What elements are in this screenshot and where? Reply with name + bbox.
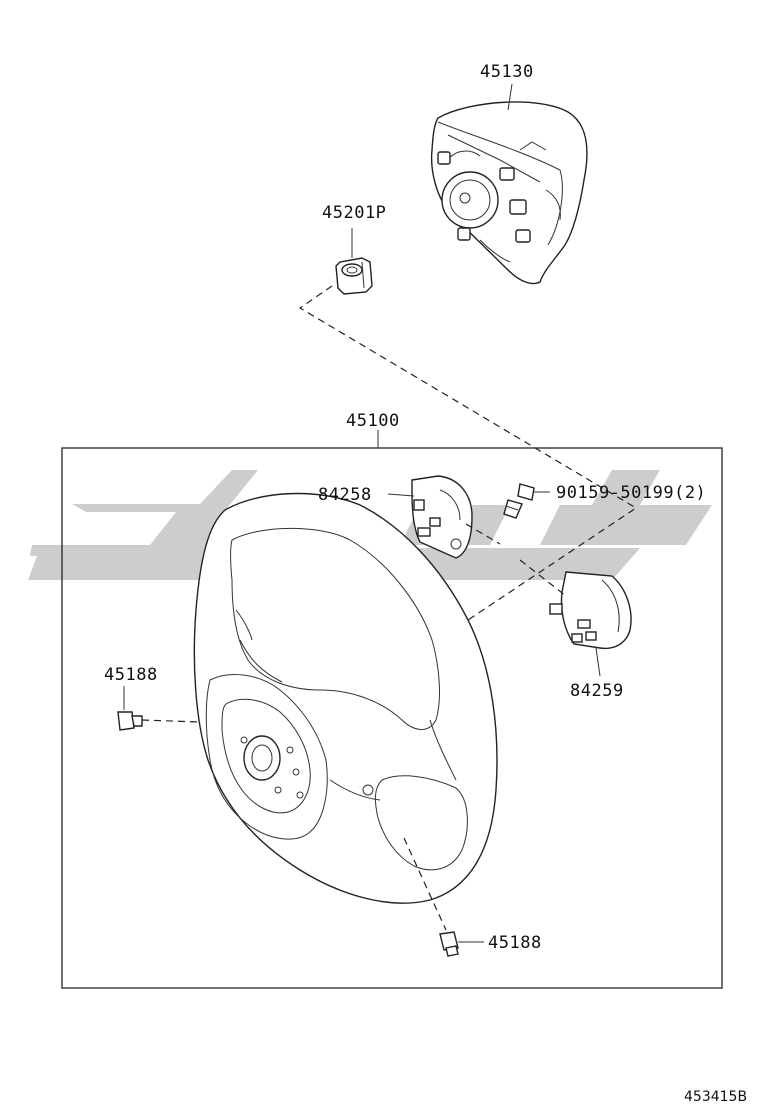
nut-45201p [335,257,373,295]
label-45130: 45130 [480,62,534,82]
label-45188-left: 45188 [104,665,158,685]
label-45100: 45100 [346,411,400,431]
label-90159: 90159-50199(2) [556,483,706,503]
figure-code: 453415B [684,1089,747,1105]
switch-84259 [549,571,632,650]
steering-wheel-45100 [193,492,498,904]
label-84259: 84259 [570,681,624,701]
switch-84258 [411,475,473,559]
label-84258: 84258 [318,485,372,505]
screw-45188-bottom [439,931,459,957]
assembly-frame [61,447,723,989]
screw-90159 [503,483,535,519]
airbag-pad-45130 [430,101,588,285]
label-45188-bottom: 45188 [488,933,542,953]
label-45201p: 45201P [322,203,386,223]
screw-45188-left [117,711,143,731]
